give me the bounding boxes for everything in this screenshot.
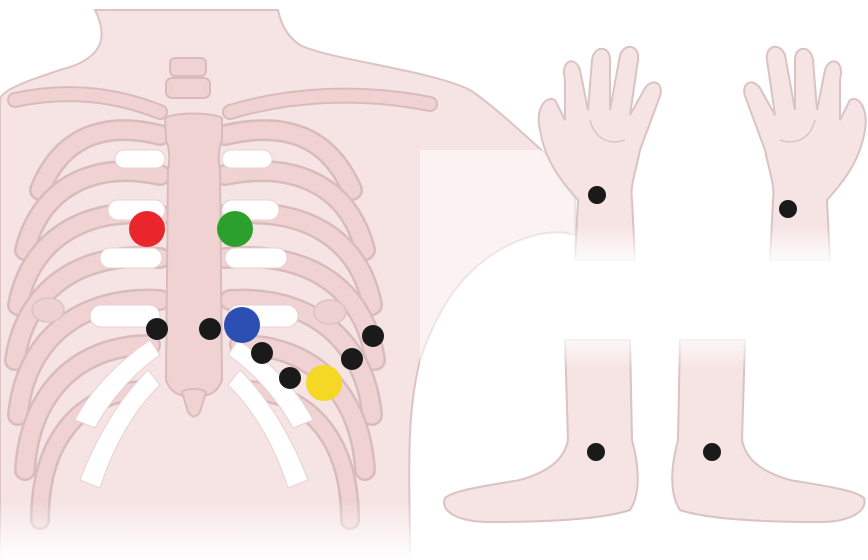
right-hand-illustration [744,47,865,265]
electrode-green [217,211,253,247]
electrode-black [251,342,273,364]
cervical-vertebra [170,58,206,76]
torso-illustration [0,10,600,560]
electrode-left-wrist [588,186,606,204]
electrode-left-ankle [587,443,605,461]
electrode-black [199,318,221,340]
electrode-yellow [306,365,342,401]
left-nipple [32,298,64,322]
electrode-black [341,348,363,370]
cervical-vertebra [166,78,210,98]
right-nipple [314,300,346,324]
electrode-right-wrist [779,200,797,218]
electrode-black [362,325,384,347]
sternum [165,114,222,399]
electrode-black [279,367,301,389]
right-foot-illustration [672,330,864,522]
electrode-blue [224,307,260,343]
electrode-red [129,211,165,247]
electrode-black [146,318,168,340]
electrode-right-ankle [703,443,721,461]
